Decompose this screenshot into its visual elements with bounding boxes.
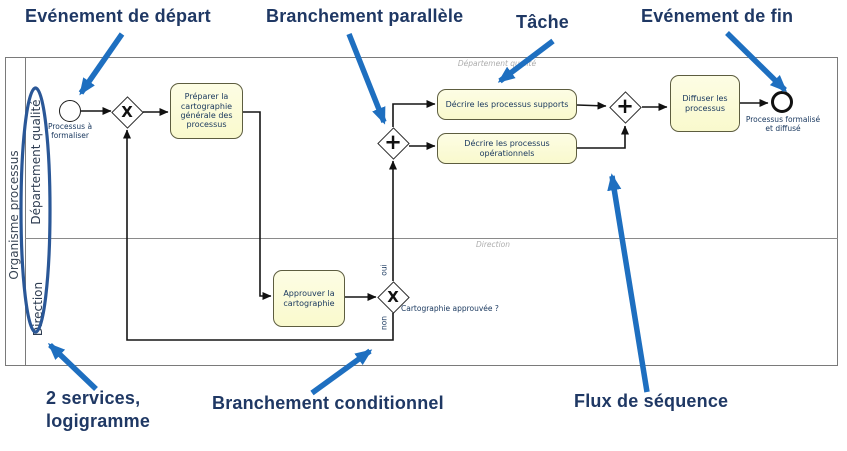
lane-divider [25, 238, 838, 239]
start-event-label: Processus à formaliser [47, 122, 93, 140]
condition-question-label: Cartographie approuvée ? [401, 304, 499, 313]
task-label: Décrire les processus supports [445, 99, 569, 109]
lane-label-departement-qualite: Département qualité [29, 99, 43, 225]
parallel-gateway-join: + [609, 91, 642, 124]
lane-header-departement-qualite: Département qualité [457, 59, 537, 68]
parallel-gateway-split: + [377, 127, 410, 160]
end-event-label: Processus formalisé et diffusé [745, 115, 821, 133]
annotation-services-line2: logigramme [46, 411, 151, 431]
exclusive-gateway-merge: X [111, 96, 144, 129]
annotation-parallel-gateway: Branchement parallèle [266, 6, 464, 26]
lane-label-direction: Direction [31, 281, 45, 337]
parallel-gateway-symbol: + [616, 93, 634, 118]
task-label: Préparer la cartographie générale des pr… [180, 92, 233, 130]
task-label: Diffuser les processus [682, 94, 728, 113]
lane-header-direction: Direction [475, 240, 511, 249]
task-decrire-processus-operationnels: Décrire les processus opérationnels [437, 133, 577, 164]
task-diffuser-processus: Diffuser les processus [670, 75, 740, 132]
annotation-services: 2 services, logigramme [46, 387, 206, 433]
start-event-circle [59, 100, 81, 122]
annotation-services-line1: 2 services, [46, 388, 141, 408]
annotation-conditional-gateway: Branchement conditionnel [212, 393, 444, 413]
branch-label-non: non [379, 315, 389, 331]
task-approuver-cartographie: Approuver la cartographie [273, 270, 345, 327]
task-label: Décrire les processus opérationnels [464, 139, 550, 158]
pool-label-divider [25, 57, 26, 366]
pool-name-label: Organisme processus [7, 150, 21, 280]
task-preparer-cartographie: Préparer la cartographie générale des pr… [170, 83, 243, 139]
annotation-sequence-flow: Flux de séquence [574, 391, 729, 411]
end-event-circle [771, 91, 793, 113]
task-label: Approuver la cartographie [283, 289, 335, 308]
annotation-task: Tâche [516, 12, 570, 32]
branch-label-oui: oui [379, 264, 389, 276]
annotation-start-event: Evénement de départ [25, 6, 211, 26]
parallel-gateway-symbol: + [384, 129, 402, 154]
annotation-end-event: Evénement de fin [641, 6, 794, 26]
task-decrire-processus-supports: Décrire les processus supports [437, 89, 577, 120]
exclusive-gateway-symbol: X [121, 102, 133, 121]
